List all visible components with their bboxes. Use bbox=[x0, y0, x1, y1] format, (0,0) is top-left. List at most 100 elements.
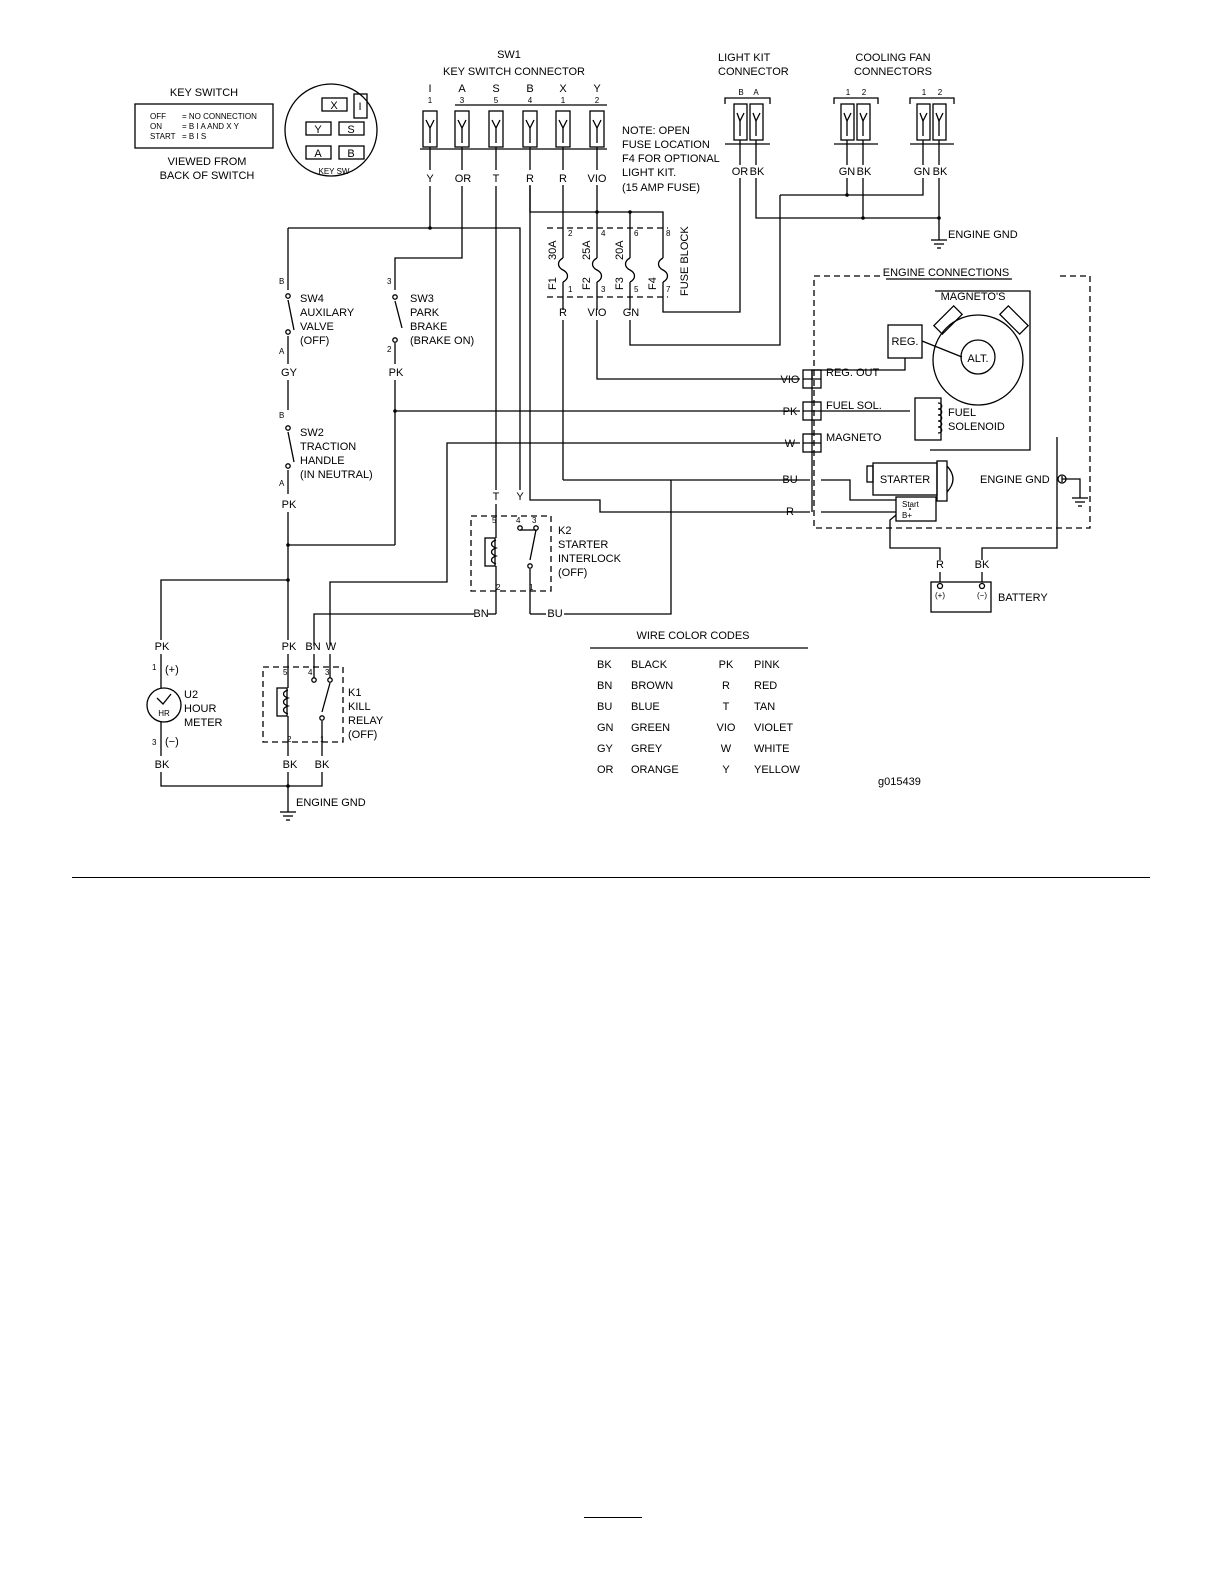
svg-text:3: 3 bbox=[532, 516, 537, 525]
wire-label: VIO bbox=[588, 173, 607, 185]
svg-text:BRAKE: BRAKE bbox=[410, 321, 447, 333]
fuse-f2: 4 3 25A F2 VIO bbox=[581, 228, 607, 319]
svg-text:1: 1 bbox=[152, 663, 157, 672]
svg-text:BLACK: BLACK bbox=[631, 659, 668, 671]
fuse-f1: 2 1 30A F1 R bbox=[547, 228, 573, 319]
svg-text:PINK: PINK bbox=[754, 659, 780, 671]
svg-text:STARTER: STARTER bbox=[558, 539, 608, 551]
key-desc-on: = B I A AND X Y bbox=[182, 122, 240, 131]
svg-text:VIO: VIO bbox=[717, 722, 736, 734]
hour-meter-feed bbox=[160, 579, 288, 640]
svg-text:PK: PK bbox=[155, 641, 170, 653]
svg-text:(15 AMP FUSE): (15 AMP FUSE) bbox=[622, 182, 700, 194]
k2-starter-interlock: T Y 5 4 3 2 1 K2 STARTER INTERLOCK (OFF)… bbox=[313, 480, 672, 646]
svg-text:5: 5 bbox=[494, 96, 499, 105]
svg-text:BN: BN bbox=[473, 608, 488, 620]
sw1-pin-a: A 3 OR bbox=[454, 83, 471, 185]
svg-text:INTERLOCK: INTERLOCK bbox=[558, 553, 622, 565]
svg-text:W: W bbox=[326, 641, 337, 653]
engine-gnd-top: ENGINE GND bbox=[948, 229, 1018, 241]
sw1-pin-x: X 1 R bbox=[555, 83, 571, 185]
svg-text:PK: PK bbox=[282, 641, 297, 653]
svg-text:REG.: REG. bbox=[892, 336, 919, 348]
svg-text:BK: BK bbox=[283, 759, 298, 771]
svg-text:3: 3 bbox=[387, 277, 392, 286]
key-switch-legend: KEY SWITCH OFF = NO CONNECTION ON = B I … bbox=[134, 87, 274, 182]
key-pos-on: ON bbox=[150, 122, 162, 131]
svg-text:(−): (−) bbox=[165, 736, 179, 748]
wire-label: VIO bbox=[588, 307, 607, 319]
sw1-pin-y: Y 2 VIO bbox=[588, 83, 607, 185]
svg-text:REG. OUT: REG. OUT bbox=[826, 367, 879, 379]
svg-text:1: 1 bbox=[428, 96, 433, 105]
svg-text:GREEN: GREEN bbox=[631, 722, 670, 734]
svg-text:VIO: VIO bbox=[781, 374, 800, 386]
svg-text:OR: OR bbox=[732, 166, 749, 178]
svg-text:HR: HR bbox=[158, 709, 170, 718]
svg-text:FUEL: FUEL bbox=[948, 407, 976, 419]
svg-text:1: 1 bbox=[561, 96, 566, 105]
svg-text:BU: BU bbox=[597, 701, 612, 713]
key-pos-start: START bbox=[150, 132, 176, 141]
svg-text:PK: PK bbox=[282, 499, 297, 511]
color-row: BK BLACK PK PINK bbox=[597, 659, 780, 671]
svg-text:(IN NEUTRAL): (IN NEUTRAL) bbox=[300, 469, 373, 481]
svg-text:COOLING FAN: COOLING FAN bbox=[855, 52, 930, 64]
svg-text:GY: GY bbox=[597, 743, 614, 755]
color-row: BU BLUE T TAN bbox=[597, 701, 775, 713]
svg-text:A: A bbox=[753, 88, 759, 97]
svg-text:1: 1 bbox=[922, 88, 927, 97]
svg-text:Start: Start bbox=[902, 500, 920, 509]
svg-text:ENGINE GND: ENGINE GND bbox=[980, 474, 1050, 486]
svg-text:5: 5 bbox=[492, 516, 497, 525]
svg-text:R: R bbox=[786, 506, 794, 518]
sw1-connector: SW1 KEY SWITCH CONNECTOR I 1 Y A 3 OR S … bbox=[420, 49, 607, 185]
svg-text:(−): (−) bbox=[977, 591, 987, 600]
sw1-subtitle: KEY SWITCH CONNECTOR bbox=[443, 66, 585, 78]
svg-text:BK: BK bbox=[750, 166, 765, 178]
svg-text:B: B bbox=[279, 277, 284, 286]
svg-text:BROWN: BROWN bbox=[631, 680, 673, 692]
svg-text:BK: BK bbox=[933, 166, 948, 178]
u2-hour-meter: PK 1 (+) HR 3 (−) BK U2 HOUR METER bbox=[146, 641, 223, 771]
svg-text:F2: F2 bbox=[581, 277, 593, 290]
engine-connections: ENGINE CONNECTIONS MAGNETO'S REG. ALT. V… bbox=[781, 267, 1091, 560]
svg-text:PK: PK bbox=[783, 406, 798, 418]
wire-label: T bbox=[493, 173, 500, 185]
svg-text:SOLENOID: SOLENOID bbox=[948, 421, 1005, 433]
key-switch-title: KEY SWITCH bbox=[170, 87, 238, 99]
wire-label: R bbox=[559, 307, 567, 319]
svg-text:STARTER: STARTER bbox=[880, 474, 930, 486]
svg-text:TAN: TAN bbox=[754, 701, 775, 713]
svg-text:FUSE LOCATION: FUSE LOCATION bbox=[622, 139, 710, 151]
cooling-fan-connectors: COOLING FAN CONNECTORS 1 2 GN BK 1 2 bbox=[833, 52, 955, 178]
svg-text:A: A bbox=[279, 479, 285, 488]
svg-text:F3: F3 bbox=[614, 277, 626, 290]
svg-text:U2: U2 bbox=[184, 689, 198, 701]
color-row: OR ORANGE Y YELLOW bbox=[597, 764, 800, 776]
svg-text:20A: 20A bbox=[614, 240, 626, 260]
svg-text:2: 2 bbox=[938, 88, 943, 97]
svg-text:BU: BU bbox=[782, 474, 797, 486]
svg-text:3: 3 bbox=[460, 96, 465, 105]
key-switch-face: X I Y S A B KEY SW bbox=[284, 83, 378, 177]
svg-text:Y: Y bbox=[593, 83, 601, 95]
svg-text:ORANGE: ORANGE bbox=[631, 764, 679, 776]
viewed-from-2: BACK OF SWITCH bbox=[160, 170, 255, 182]
svg-text:BK: BK bbox=[315, 759, 330, 771]
svg-text:BK: BK bbox=[155, 759, 170, 771]
key-term-a: A bbox=[314, 148, 322, 160]
svg-text:K2: K2 bbox=[558, 525, 571, 537]
svg-text:X: X bbox=[559, 83, 567, 95]
svg-text:W: W bbox=[785, 438, 796, 450]
wire-label: R bbox=[526, 173, 534, 185]
svg-text:2: 2 bbox=[496, 583, 501, 592]
color-row: GY GREY W WHITE bbox=[597, 743, 789, 755]
gn-fuse-wire bbox=[629, 195, 781, 346]
svg-text:LIGHT KIT.: LIGHT KIT. bbox=[622, 167, 676, 179]
sw2-traction-handle: B A PK SW2 TRACTION HANDLE (IN NEUTRAL) bbox=[279, 411, 373, 640]
svg-text:3: 3 bbox=[601, 285, 606, 294]
svg-text:BU: BU bbox=[547, 608, 562, 620]
svg-text:6: 6 bbox=[634, 229, 639, 238]
svg-text:CONNECTOR: CONNECTOR bbox=[718, 66, 789, 78]
